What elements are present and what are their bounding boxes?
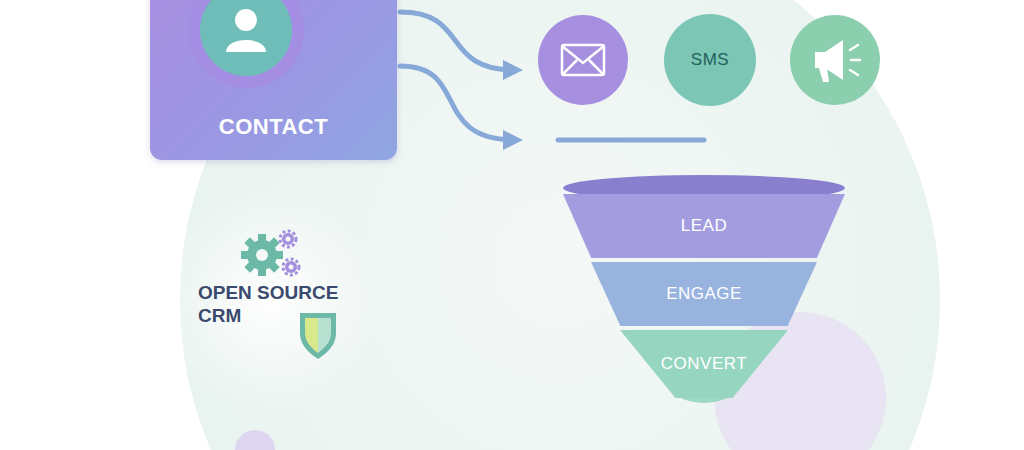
person-body bbox=[226, 40, 266, 52]
node-text: CONVERT bbox=[661, 354, 747, 374]
icon-halo bbox=[188, 0, 304, 88]
band-fill bbox=[620, 330, 788, 398]
band-fill bbox=[591, 262, 817, 326]
node-text: LEAD bbox=[681, 216, 727, 236]
node-text: SMS bbox=[691, 50, 729, 70]
gear-icon-small bbox=[283, 259, 299, 275]
gear-icon-small bbox=[280, 231, 296, 247]
envelope-flap bbox=[562, 46, 604, 75]
contact-card: CONTACT bbox=[150, 0, 397, 160]
node-text: ENGAGE bbox=[666, 284, 742, 304]
megaphone-icon bbox=[815, 40, 843, 80]
icon-circle bbox=[200, 0, 292, 76]
brand-label: OPEN SOURCE CRM bbox=[198, 282, 358, 328]
band-fill bbox=[563, 194, 845, 258]
envelope-icon bbox=[562, 45, 604, 75]
megaphone-circle bbox=[790, 15, 880, 105]
channel-bar bbox=[558, 138, 704, 143]
flow-arrow bbox=[400, 66, 515, 140]
person-head bbox=[235, 9, 257, 31]
funnel-band: ENGAGE bbox=[591, 262, 817, 326]
accent-dot bbox=[235, 430, 275, 450]
channel-circle: SMS bbox=[664, 14, 756, 106]
megaphone-handle bbox=[819, 68, 829, 82]
funnel-band: LEAD bbox=[563, 194, 845, 258]
funnel-band: CONVERT bbox=[620, 330, 788, 398]
email-circle bbox=[538, 15, 628, 105]
glow bbox=[160, 190, 380, 410]
gear-icon bbox=[241, 234, 283, 276]
node-text: CONTACT bbox=[219, 114, 328, 140]
shield-icon bbox=[300, 313, 336, 359]
sound-lines bbox=[850, 45, 860, 75]
flow-arrow bbox=[400, 12, 515, 70]
